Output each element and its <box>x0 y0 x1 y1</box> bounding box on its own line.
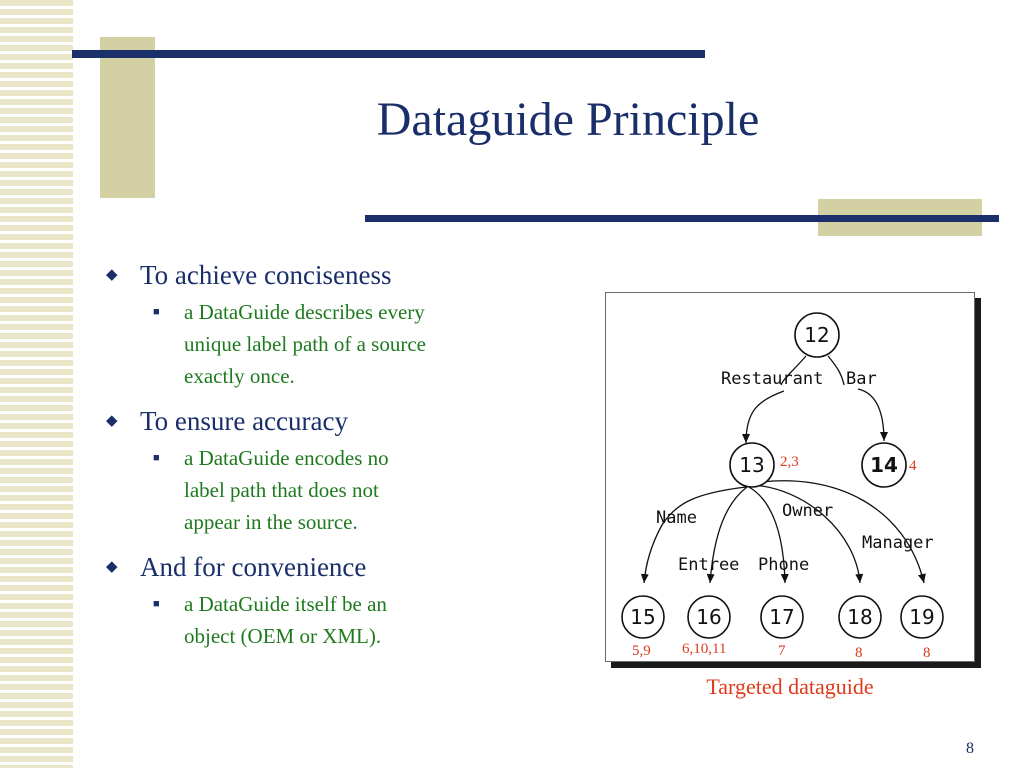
sub-bullet-item: ■ a DataGuide describes every unique lab… <box>100 296 530 392</box>
diamond-bullet-icon: ◆ <box>106 267 118 283</box>
bullet-item: ◆ And for convenience <box>100 550 530 584</box>
tree-node-circle <box>900 595 944 639</box>
edge-label: Owner <box>782 501 833 521</box>
figure-caption: Targeted dataguide <box>706 674 874 699</box>
sub-bullet-line: exactly once. <box>184 364 295 388</box>
node-annotation: 8 <box>923 645 931 661</box>
decorative-bar-top <box>72 50 705 58</box>
bullet-text: And for convenience <box>140 552 367 582</box>
tree-edge <box>742 390 785 444</box>
tree-node-circle <box>794 312 840 358</box>
tree-node-label: 16 <box>696 605 721 629</box>
tree-node-label: 19 <box>909 605 934 629</box>
left-striped-border <box>0 0 73 768</box>
sub-bullet-line: object (OEM or XML). <box>184 624 382 648</box>
diamond-bullet-icon: ◆ <box>106 413 118 429</box>
tree-edge <box>706 486 748 584</box>
tree-edge <box>827 355 845 386</box>
tree-edge <box>748 486 789 584</box>
slide-title: Dataguide Principle <box>376 93 760 146</box>
bullet-text: To ensure accuracy <box>140 406 348 436</box>
node-annotation: 8 <box>855 645 863 661</box>
sub-bullet-item: ■ a DataGuide encodes no label path that… <box>100 442 530 538</box>
tree-node-label: 18 <box>847 605 872 629</box>
node-annotation: 5,9 <box>632 643 651 659</box>
dataguide-tree-diagram: 12 13 14 15 16 17 18 19 Restaurant Bar N… <box>621 312 944 661</box>
bullet-list: ◆ To achieve conciseness ■ a DataGuide d… <box>100 258 530 664</box>
node-annotation: 7 <box>778 643 786 659</box>
bullet-item: ◆ To ensure accuracy <box>100 404 530 438</box>
edge-label: Manager <box>862 533 934 553</box>
page-number: 8 <box>966 740 974 757</box>
decorative-tan-block-top <box>100 37 155 198</box>
diamond-bullet-icon: ◆ <box>106 559 118 575</box>
node-annotation: 4 <box>909 458 917 474</box>
bullet-item: ◆ To achieve conciseness <box>100 258 530 292</box>
dataguide-tree-figure: 12 13 14 15 16 17 18 19 Restaurant Bar N… <box>605 292 975 662</box>
tree-node-circle <box>861 442 907 488</box>
bullet-text: To achieve conciseness <box>140 260 392 290</box>
square-bullet-icon: ■ <box>153 598 160 610</box>
sub-bullet-line: label path that does not <box>184 478 379 502</box>
sub-bullet-line: appear in the source. <box>184 510 358 534</box>
tree-node-circle <box>760 595 804 639</box>
tree-node-circle <box>729 442 775 488</box>
tree-node-circle <box>838 595 882 639</box>
tree-node-label: 12 <box>804 323 829 347</box>
tree-edge <box>753 480 926 584</box>
sub-bullet-item: ■ a DataGuide itself be an object (OEM o… <box>100 588 530 652</box>
edge-label: Restaurant <box>721 369 823 389</box>
tree-node-label: 14 <box>870 453 898 477</box>
edge-label: Entree <box>678 555 739 575</box>
tree-node-label: 13 <box>739 453 764 477</box>
tree-node-circle <box>621 595 665 639</box>
sub-bullet-line: a DataGuide encodes no <box>184 446 389 470</box>
sub-bullet-line: unique label path of a source <box>184 332 426 356</box>
tree-node-circle <box>687 595 731 639</box>
tree-edge <box>640 486 747 584</box>
sub-bullet-line: a DataGuide itself be an <box>184 592 387 616</box>
node-annotation: 2,3 <box>780 454 799 470</box>
sub-bullet-line: a DataGuide describes every <box>184 300 425 324</box>
edge-label: Name <box>656 508 697 528</box>
square-bullet-icon: ■ <box>153 452 160 464</box>
edge-label: Bar <box>846 369 877 389</box>
tree-edge <box>857 388 888 442</box>
tree-node-label: 15 <box>630 605 655 629</box>
decorative-bar-bottom <box>365 215 999 222</box>
tree-node-label: 17 <box>769 605 794 629</box>
square-bullet-icon: ■ <box>153 306 160 318</box>
node-annotation: 6,10,11 <box>682 641 726 657</box>
tree-edge <box>751 484 864 584</box>
edge-label: Phone <box>758 555 809 575</box>
tree-edge <box>780 355 807 386</box>
